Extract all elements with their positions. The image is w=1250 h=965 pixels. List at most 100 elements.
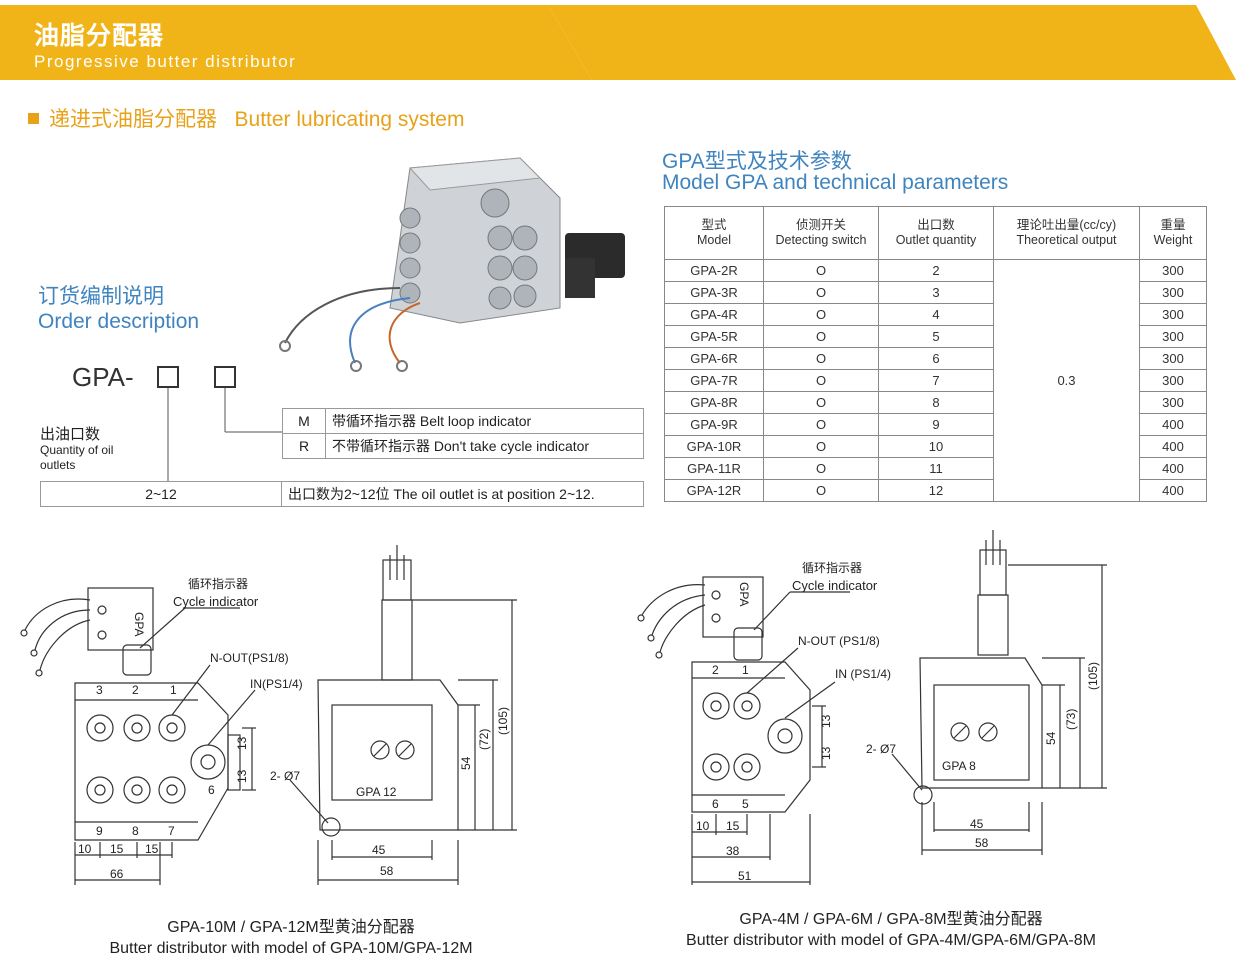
cell-weight: 300 (1139, 259, 1207, 282)
cell-model: GPA-6R (664, 347, 764, 370)
cell-switch: O (763, 391, 879, 414)
order-title-en: Order description (38, 310, 200, 333)
banner-title: 油脂分配器 (34, 22, 165, 50)
cell-outlets: 7 (878, 369, 994, 392)
col-output: 理论吐出量(cc/cy)Theoretical output (993, 206, 1140, 260)
cell-outlets: 10 (878, 435, 994, 458)
cell-weight: 300 (1139, 391, 1207, 414)
port-label: 1 (742, 663, 749, 677)
port-label: 3 (96, 683, 103, 697)
port-label: 6 (208, 783, 215, 797)
order-box-1 (157, 366, 179, 388)
left-hole: 2- Ø7 (270, 769, 300, 783)
left-plate-label: GPA 12 (356, 785, 397, 799)
option-code: R (282, 433, 326, 459)
dim-label: 15 (110, 842, 124, 856)
right-nout: N-OUT (PS1/8) (798, 634, 880, 648)
drawing-gpa-8m: 循环指示器 Cycle indicator N-OUT (PS1/8) IN (… (637, 530, 1107, 885)
dim-label: 10 (78, 842, 92, 856)
option-table: M 带循环指示器 Belt loop indicator R 不带循环指示器 D… (282, 408, 644, 459)
cell-model: GPA-9R (664, 413, 764, 436)
dim-label: 13 (235, 769, 249, 783)
left-nout: N-OUT(PS1/8) (210, 651, 289, 665)
drawing-gpa-12m: 循环指示器 Cycle indicator N-OUT(PS1/8) IN(PS… (20, 545, 517, 885)
range-table: 2~12 出口数为2~12位 The oil outlet is at posi… (40, 481, 644, 507)
cell-weight: 300 (1139, 347, 1207, 370)
square-bullet-icon (28, 113, 39, 124)
cell-weight: 300 (1139, 325, 1207, 348)
spec-title-en: Model GPA and technical parameters (662, 171, 1009, 194)
cell-weight: 400 (1139, 457, 1207, 480)
caption-right-cn: GPA-4M / GPA-6M / GPA-8M型黄油分配器 (739, 911, 1043, 928)
right-plate-label: GPA 8 (942, 759, 976, 773)
cell-outlets: 3 (878, 281, 994, 304)
cell-weight: 300 (1139, 281, 1207, 304)
right-cycle-en: Cycle indicator (792, 578, 878, 593)
port-label: 9 (96, 824, 103, 838)
left-in: IN(PS1/4) (250, 677, 303, 691)
dim-label: (72) (477, 729, 491, 750)
cell-outlets: 2 (878, 259, 994, 282)
quantity-label-cn: 出油口数 (40, 426, 101, 443)
cell-outlets: 12 (878, 479, 994, 502)
port-label: 2 (132, 683, 139, 697)
table-row: R 不带循环指示器 Don't take cycle indicator (282, 433, 644, 459)
right-cycle-cn: 循环指示器 (802, 560, 862, 575)
cell-outlets: 11 (878, 457, 994, 480)
order-connector-lines (167, 388, 282, 482)
dim-label: 13 (819, 714, 833, 728)
section-title-en: Butter lubricating system (234, 108, 465, 131)
left-cycle-cn: 循环指示器 (188, 576, 248, 591)
dim-label: (105) (496, 707, 510, 735)
port-label: 7 (168, 824, 175, 838)
range-value: 2~12 (40, 481, 282, 507)
cell-model: GPA-11R (664, 457, 764, 480)
caption-right-en: Butter distributor with model of GPA-4M/… (686, 932, 1096, 949)
cell-model: GPA-2R (664, 259, 764, 282)
dim-label: 15 (726, 819, 740, 833)
cell-switch: O (763, 281, 879, 304)
cell-output: 0.3 (993, 259, 1140, 502)
cell-model: GPA-4R (664, 303, 764, 326)
cell-weight: 400 (1139, 413, 1207, 436)
dim-label: 13 (819, 746, 833, 760)
dim-label: 15 (145, 842, 159, 856)
port-label: 6 (712, 797, 719, 811)
cell-model: GPA-7R (664, 369, 764, 392)
cell-outlets: 4 (878, 303, 994, 326)
cell-outlets: 8 (878, 391, 994, 414)
right-body-label: GPA (737, 582, 751, 606)
cell-weight: 300 (1139, 369, 1207, 392)
cell-outlets: 9 (878, 413, 994, 436)
dim-label: 58 (975, 836, 989, 850)
quantity-label-en: Quantity of oil outlets (40, 443, 114, 472)
dim-label: 10 (696, 819, 710, 833)
port-label: 5 (742, 797, 749, 811)
section-title-cn: 递进式油脂分配器 (49, 108, 217, 131)
product-photo (279, 157, 625, 372)
cell-model: GPA-3R (664, 281, 764, 304)
cell-model: GPA-12R (664, 479, 764, 502)
cell-switch: O (763, 457, 879, 480)
cell-model: GPA-8R (664, 391, 764, 414)
dim-label: 13 (235, 736, 249, 750)
dim-label: (73) (1064, 709, 1078, 730)
option-desc: 不带循环指示器 Don't take cycle indicator (325, 433, 644, 459)
spec-title-cn: GPA型式及技术参数 (662, 150, 852, 173)
left-body-label: GPA (132, 612, 146, 636)
cell-weight: 400 (1139, 479, 1207, 502)
right-in: IN (PS1/4) (835, 667, 891, 681)
cell-switch: O (763, 413, 879, 436)
table-row: 2~12 出口数为2~12位 The oil outlet is at posi… (40, 481, 644, 507)
port-label: 1 (170, 683, 177, 697)
option-desc: 带循环指示器 Belt loop indicator (325, 408, 644, 434)
banner-subtitle: Progressive butter distributor (34, 52, 297, 71)
option-code: M (282, 408, 326, 434)
